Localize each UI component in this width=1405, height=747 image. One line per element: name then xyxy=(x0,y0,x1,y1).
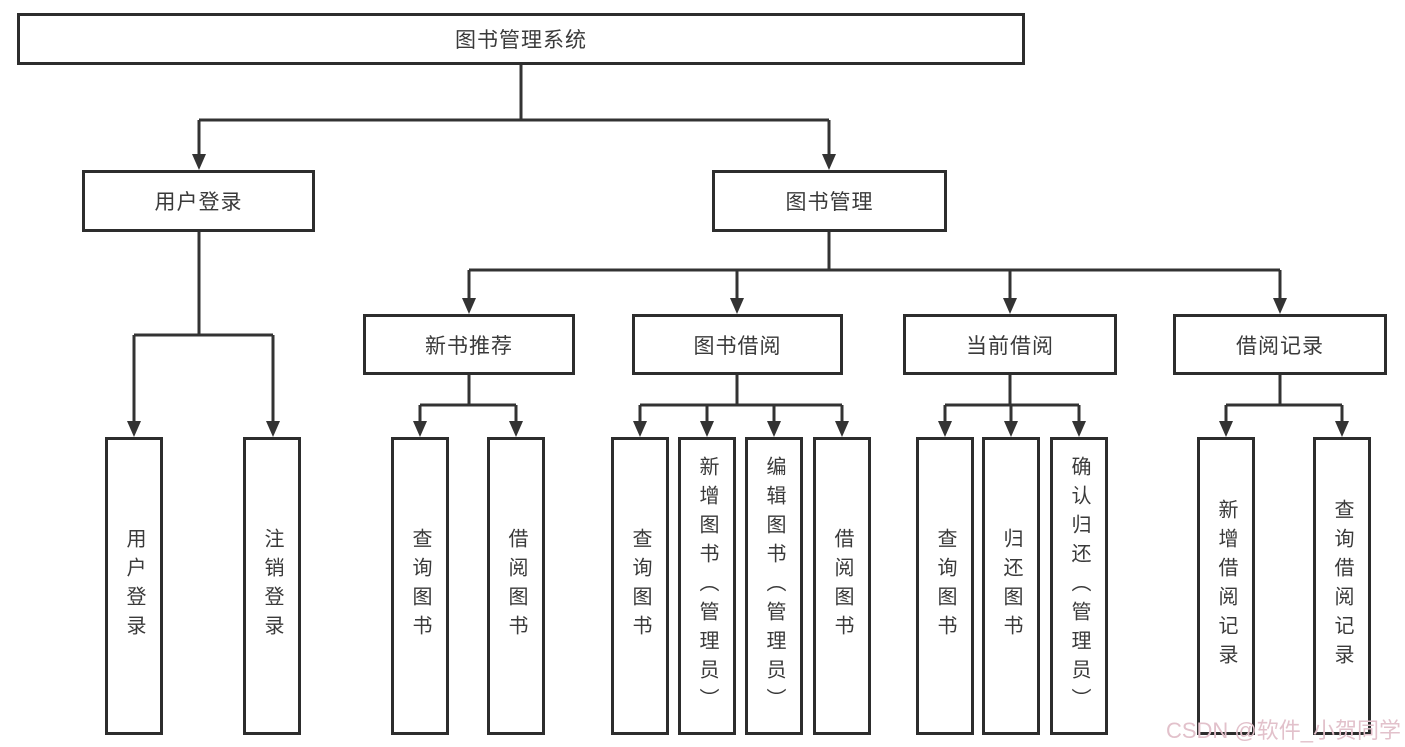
arrow-down-icon xyxy=(127,421,141,437)
arrow-down-icon xyxy=(1273,298,1287,314)
node-user-login: 用户登录 xyxy=(82,170,315,232)
arrowheads xyxy=(127,154,1349,437)
arrow-down-icon xyxy=(730,298,744,314)
arrow-down-icon xyxy=(1072,421,1086,437)
leaf-add-books-admin: 新增图书（管理员） xyxy=(678,437,736,735)
node-current-borrow: 当前借阅 xyxy=(903,314,1117,375)
leaf-label: 查询借阅记录 xyxy=(1331,499,1353,673)
node-book-borrow: 图书借阅 xyxy=(632,314,843,375)
leaf-borrow-books-1: 借阅图书 xyxy=(487,437,545,735)
arrow-down-icon xyxy=(266,421,280,437)
leaf-edit-books-admin: 编辑图书（管理员） xyxy=(745,437,803,735)
node-library-management-system: 图书管理系统 xyxy=(17,13,1025,65)
leaf-user-login: 用户登录 xyxy=(105,437,163,735)
arrow-down-icon xyxy=(1335,421,1349,437)
csdn-watermark: CSDN @软件_小贺同学 xyxy=(1165,718,1401,743)
arrow-down-icon xyxy=(1219,421,1233,437)
leaf-label: 编辑图书（管理员） xyxy=(763,455,785,717)
arrow-down-icon xyxy=(938,421,952,437)
leaf-label: 查询图书 xyxy=(629,528,651,644)
leaf-logout: 注销登录 xyxy=(243,437,301,735)
leaf-query-books-1: 查询图书 xyxy=(391,437,449,735)
arrow-down-icon xyxy=(509,421,523,437)
node-new-book-recommend: 新书推荐 xyxy=(363,314,575,375)
arrow-down-icon xyxy=(700,421,714,437)
arrow-down-icon xyxy=(835,421,849,437)
arrow-down-icon xyxy=(462,298,476,314)
leaf-add-borrow-record: 新增借阅记录 xyxy=(1197,437,1255,735)
arrow-down-icon xyxy=(822,154,836,170)
arrow-down-icon xyxy=(767,421,781,437)
leaf-label: 借阅图书 xyxy=(831,528,853,644)
node-borrow-records: 借阅记录 xyxy=(1173,314,1387,375)
leaf-borrow-books-2: 借阅图书 xyxy=(813,437,871,735)
leaf-return-books: 归还图书 xyxy=(982,437,1040,735)
leaf-query-borrow-record: 查询借阅记录 xyxy=(1313,437,1371,735)
leaf-label: 用户登录 xyxy=(123,528,145,644)
leaf-confirm-return-admin: 确认归还（管理员） xyxy=(1050,437,1108,735)
leaf-query-books-2: 查询图书 xyxy=(611,437,669,735)
leaf-label: 确认归还（管理员） xyxy=(1068,455,1090,717)
leaf-label: 归还图书 xyxy=(1000,528,1022,644)
leaf-label: 查询图书 xyxy=(934,528,956,644)
node-book-management: 图书管理 xyxy=(712,170,947,232)
leaf-label: 新增图书（管理员） xyxy=(696,455,718,717)
arrow-down-icon xyxy=(192,154,206,170)
leaf-label: 注销登录 xyxy=(261,528,283,644)
leaf-query-books-3: 查询图书 xyxy=(916,437,974,735)
leaf-label: 借阅图书 xyxy=(505,528,527,644)
connector-lines xyxy=(132,65,1344,423)
leaf-label: 查询图书 xyxy=(409,528,431,644)
arrow-down-icon xyxy=(1003,298,1017,314)
leaf-label: 新增借阅记录 xyxy=(1215,499,1237,673)
arrow-down-icon xyxy=(1004,421,1018,437)
arrow-down-icon xyxy=(413,421,427,437)
arrow-down-icon xyxy=(633,421,647,437)
